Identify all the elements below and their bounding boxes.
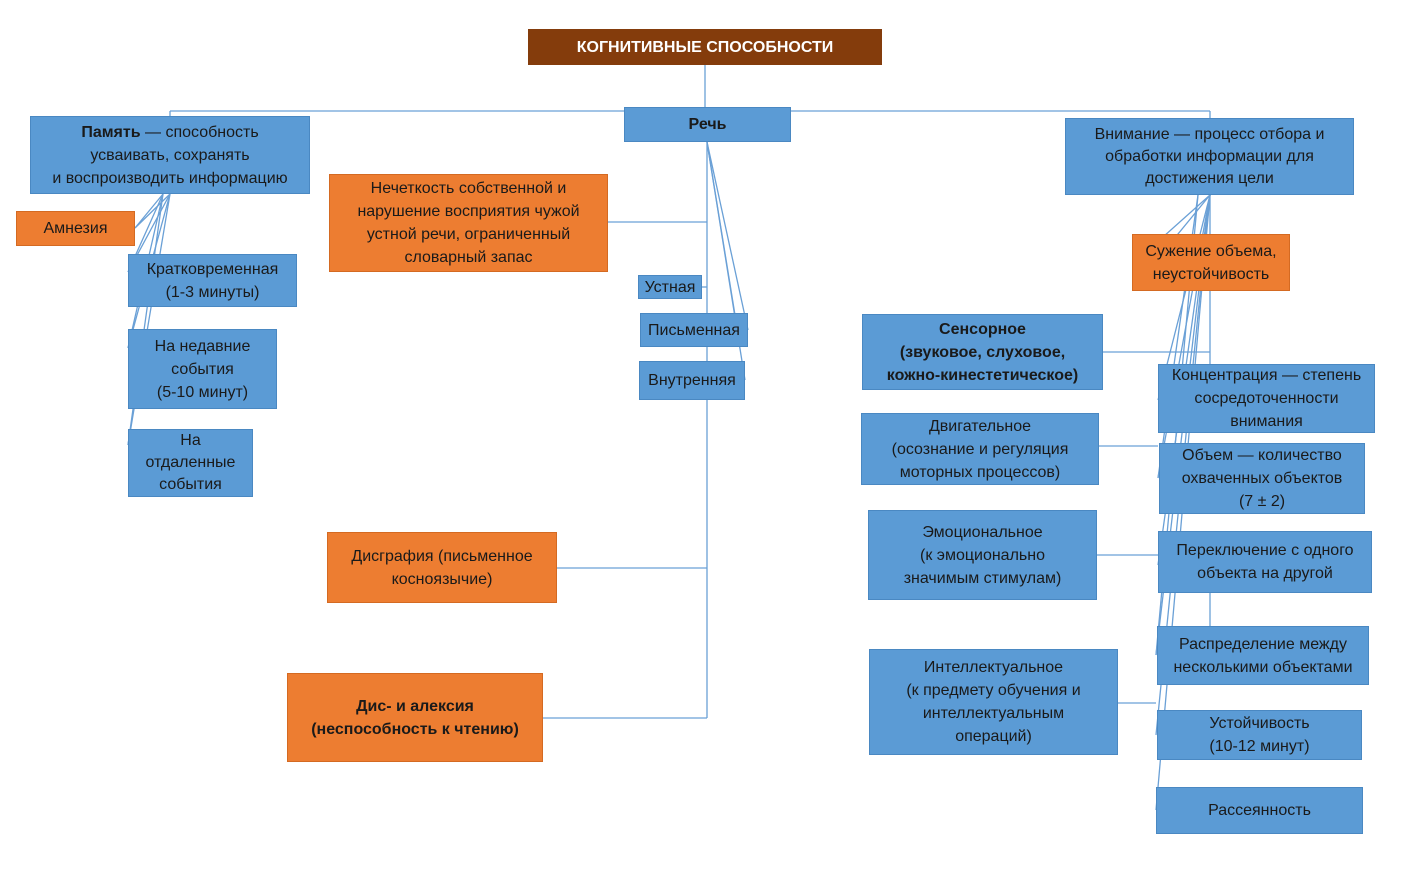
attention-type-emotional: Эмоциональное (к эмоционально значимым с…: [868, 510, 1097, 600]
attention-property-label: Устойчивость (10-12 минут): [1209, 715, 1310, 755]
alexia-node: Дис- и алексия (неспособность к чтению): [287, 673, 543, 762]
speech-type-label: Письменная: [648, 321, 740, 339]
connector: [134, 193, 164, 229]
attention-property-label: Концентрация — степень сосредоточенности…: [1171, 367, 1362, 430]
attention-type-label: Интеллектуальное (к предмету обучения и …: [906, 659, 1081, 745]
dysgraphia-text: Дисграфия (письменное косноязычие): [351, 547, 533, 588]
attention-property-label: Переключение с одного объекта на другой: [1176, 542, 1354, 582]
amnesia-node: Амнезия: [16, 211, 135, 246]
attention-property-label: Рассеянность: [1208, 802, 1311, 819]
attention-type-motor: Двигательное (осознание и регуляция мото…: [861, 413, 1099, 485]
speech-label: Речь: [688, 116, 727, 133]
attention-type-intellectual: Интеллектуальное (к предмету обучения и …: [869, 649, 1118, 755]
connector: [706, 141, 749, 331]
speech-disorder-node: Нечеткость собственной и нарушение воспр…: [329, 174, 608, 272]
page-title-text: КОГНИТИВНЫЕ СПОСОБНОСТИ: [576, 38, 834, 56]
speech-type-label: Устная: [644, 278, 696, 296]
attention-node: Внимание — процесс отбора и обработки ин…: [1065, 118, 1354, 195]
memory-text: Память — способность усваивать, сохранят…: [52, 121, 287, 190]
attention-definition: Внимание — процесс отбора и обработки ин…: [1094, 125, 1325, 187]
attention-property-volume: Объем — количество охваченных объектов (…: [1159, 443, 1365, 514]
attention-property-switching: Переключение с одного объекта на другой: [1158, 531, 1372, 593]
memory-node: Память — способность усваивать, сохранят…: [30, 116, 310, 194]
attention-type-label: Двигательное (осознание и регуляция мото…: [891, 417, 1069, 481]
attention-type-label: Сенсорное (звуковое, слуховое, кожно-кин…: [886, 320, 1079, 384]
attention-property-stability: Устойчивость (10-12 минут): [1157, 710, 1362, 760]
memory-type-label: На отдаленные события: [145, 432, 236, 493]
memory-type-label: Кратковременная (1-3 минуты): [146, 260, 279, 301]
dysgraphia-node: Дисграфия (письменное косноязычие): [327, 532, 557, 603]
speech-type-oral: Устная: [638, 275, 702, 299]
attention-disorder-text: Сужение объема, неустойчивость: [1145, 242, 1277, 283]
attention-property-concentration: Концентрация — степень сосредоточенности…: [1158, 364, 1375, 433]
attention-property-label: Объем — количество охваченных объектов (…: [1181, 447, 1343, 510]
attention-property-distribution: Распределение между несколькими объектам…: [1157, 626, 1369, 685]
speech-node: Речь: [624, 107, 791, 142]
attention-disorder-node: Сужение объема, неустойчивость: [1132, 234, 1290, 291]
attention-property-label: Распределение между несколькими объектам…: [1173, 635, 1353, 676]
memory-type-label: На недавние события (5-10 минут): [154, 337, 251, 401]
speech-type-inner: Внутренняя: [639, 361, 745, 400]
speech-type-label: Внутренняя: [648, 372, 736, 389]
memory-definition: — способность усваивать, сохранять и вос…: [52, 123, 288, 187]
memory-type-short-term: Кратковременная (1-3 минуты): [128, 254, 297, 307]
alexia-text: Дис- и алексия (неспособность к чтению): [311, 697, 519, 738]
memory-type-remote: На отдаленные события: [128, 429, 253, 497]
connector: [134, 193, 171, 229]
page-title: КОГНИТИВНЫЕ СПОСОБНОСТИ: [528, 29, 882, 65]
attention-type-sensory: Сенсорное (звуковое, слуховое, кожно-кин…: [862, 314, 1103, 390]
memory-type-recent: На недавние события (5-10 минут): [128, 329, 277, 409]
attention-type-label: Эмоциональное (к эмоционально значимым с…: [903, 523, 1062, 587]
attention-property-absent-mindedness: Рассеянность: [1156, 787, 1363, 834]
speech-disorder-text: Нечеткость собственной и нарушение воспр…: [357, 180, 580, 266]
amnesia-text: Амнезия: [43, 220, 108, 237]
speech-type-written: Письменная: [640, 313, 748, 347]
memory-term: Память: [81, 123, 141, 141]
